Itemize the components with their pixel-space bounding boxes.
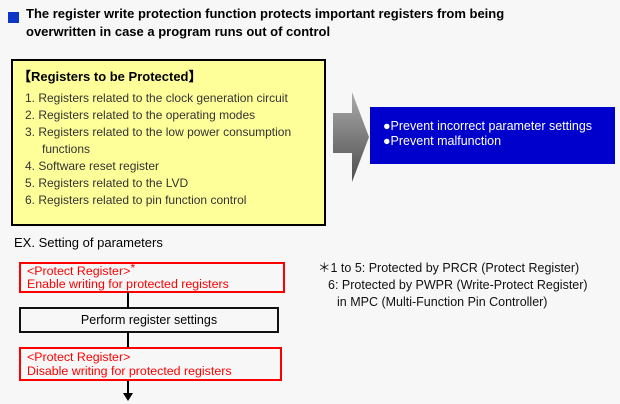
page-title-line1: The register write protection function p… — [26, 6, 505, 21]
list-item: 4. Software reset register — [25, 159, 160, 173]
list-item: 3. Registers related to the low power co… — [25, 125, 292, 156]
perform-settings-label: Perform register settings — [80, 313, 218, 327]
protect-enable-title-text: <Protect Register> — [27, 264, 131, 278]
list-item: 6. Registers related to pin function con… — [25, 193, 247, 207]
protect-disable-subtitle: Disable writing for protected registers — [27, 364, 232, 378]
list-item: 2. Registers related to the operating mo… — [25, 108, 256, 122]
protect-disable-title: <Protect Register> — [27, 350, 131, 364]
right-arrow-icon — [333, 92, 369, 182]
registers-panel: 【Registers to be Protected】 1. Registers… — [11, 59, 326, 226]
connector-line — [127, 292, 129, 307]
asterisk-marker: * — [130, 261, 136, 275]
footnote-line3: in MPC (Multi-Function Pin Controller) — [337, 295, 548, 309]
list-item: 5. Registers related to the LVD — [25, 176, 189, 190]
perform-settings-box: Perform register settings — [19, 307, 279, 333]
protect-enable-subtitle: Enable writing for protected registers — [27, 277, 229, 291]
page-title-line2: overwritten in case a program runs out o… — [26, 24, 331, 39]
list-item: 1. Registers related to the clock genera… — [25, 91, 288, 105]
benefit-item: ●Prevent incorrect parameter settings — [383, 119, 593, 133]
protect-register-disable-box: <Protect Register> Disable writing for p… — [19, 347, 282, 381]
connector-line — [127, 381, 129, 394]
down-arrow-icon — [123, 393, 133, 401]
protect-register-enable-box: <Protect Register>* Enable writing for p… — [19, 262, 285, 293]
benefits-panel: ●Prevent incorrect parameter settings ●P… — [370, 107, 615, 164]
example-label: EX. Setting of parameters — [14, 235, 163, 250]
bullet-square-icon — [8, 12, 19, 23]
protect-enable-title: <Protect Register>* — [27, 261, 283, 278]
connector-line — [127, 333, 129, 347]
registers-panel-title: 【Registers to be Protected】 — [18, 69, 202, 84]
registers-list: 1. Registers related to the clock genera… — [25, 90, 321, 209]
footnote: ＊1 to 5: Protected by PRCR (Protect Regi… — [318, 260, 588, 311]
footnote-line2: 6: Protected by PWPR (Write-Protect Regi… — [328, 278, 588, 292]
benefit-item: ●Prevent malfunction — [383, 134, 502, 148]
page-title: The register write protection function p… — [26, 5, 611, 41]
footnote-line1: ＊1 to 5: Protected by PRCR (Protect Regi… — [318, 261, 580, 275]
